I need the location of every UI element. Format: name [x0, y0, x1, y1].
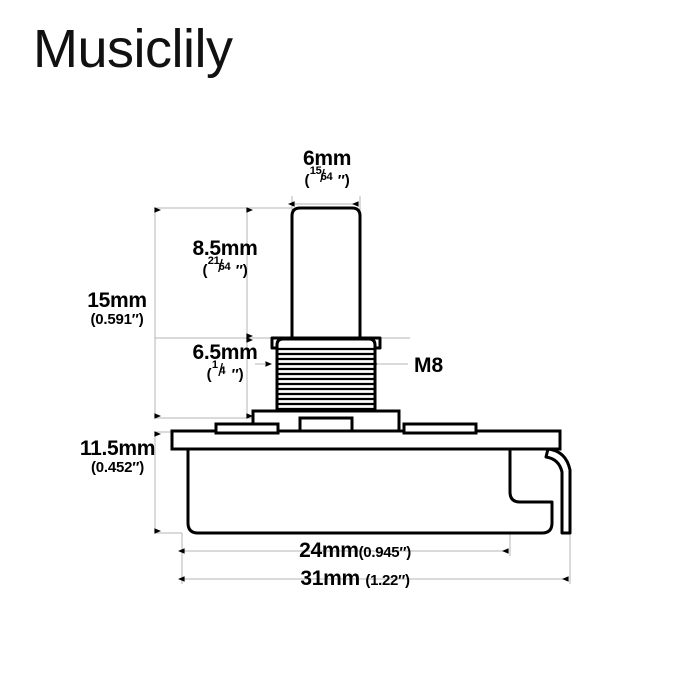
- bushing-height-inch-denominator: 4: [219, 365, 226, 378]
- body-height-inch: (0.452″): [90, 459, 145, 477]
- pot-body: [186, 447, 554, 535]
- total-height-metric: 15mm: [87, 289, 147, 312]
- part-outline-lower: [251, 409, 401, 434]
- body-width-metric: 24mm: [299, 539, 359, 562]
- dimension-label-body-height: 11.5mm (0.452″): [55, 438, 180, 476]
- shaft-width-inch: (15/64″): [304, 164, 350, 190]
- overall-width-inch: (1.22″): [365, 572, 410, 589]
- shaft-width-inch-denominator: 64: [320, 171, 333, 184]
- dimension-label-shaft-width: 6mm (15/64″): [292, 148, 362, 189]
- dimension-label-overall-width: 31mm (1.22″): [255, 568, 455, 589]
- shaft-width-inch-mark: ″: [337, 172, 345, 190]
- shaft-height-metric: 8.5mm: [192, 237, 258, 260]
- dimension-label-bushing-height: 6.5mm (1/4″): [170, 342, 280, 383]
- shaft-height-inch-mark: ″: [235, 262, 243, 280]
- body-width-inch: (0.945″): [358, 544, 412, 561]
- shaft-width-inch-numerator: 15: [309, 164, 322, 177]
- solder-lug: [544, 447, 572, 535]
- bushing-height-inch: (1/4″): [206, 358, 244, 384]
- m8-leader-line: [371, 361, 408, 367]
- top-plate-step-left: [214, 422, 280, 435]
- bushing-height-inch-numerator: 1: [211, 358, 218, 371]
- part-outline: [270, 206, 382, 413]
- bushing-left-arrow: [255, 361, 272, 367]
- shaft: [290, 206, 362, 340]
- bushing-height-metric: 6.5mm: [192, 341, 258, 364]
- bushing-threads: [278, 347, 374, 411]
- shaft-height-inch-numerator: 21: [207, 254, 220, 267]
- dimension-lines: [154, 201, 569, 582]
- total-height-inch: (0.591″): [90, 311, 144, 329]
- bushing-height-inch-mark: ″: [231, 366, 239, 384]
- brand-title: Musiclily: [33, 19, 233, 79]
- body-height-metric: 11.5mm: [79, 437, 156, 460]
- shaft-width-metric: 6mm: [302, 147, 352, 170]
- shaft-height-inch: (21/64″): [202, 254, 248, 280]
- thread-callout-m8: M8: [414, 354, 444, 377]
- dimension-label-total-height: 15mm (0.591″): [62, 290, 172, 328]
- overall-width-metric: 31mm: [300, 567, 360, 590]
- dimension-label-body-width: 24mm(0.945″): [255, 540, 455, 561]
- shaft-height-inch-denominator: 64: [218, 261, 231, 274]
- dimension-label-shaft-height: 8.5mm (21/64″): [170, 238, 280, 279]
- top-plate-step-right: [402, 422, 478, 435]
